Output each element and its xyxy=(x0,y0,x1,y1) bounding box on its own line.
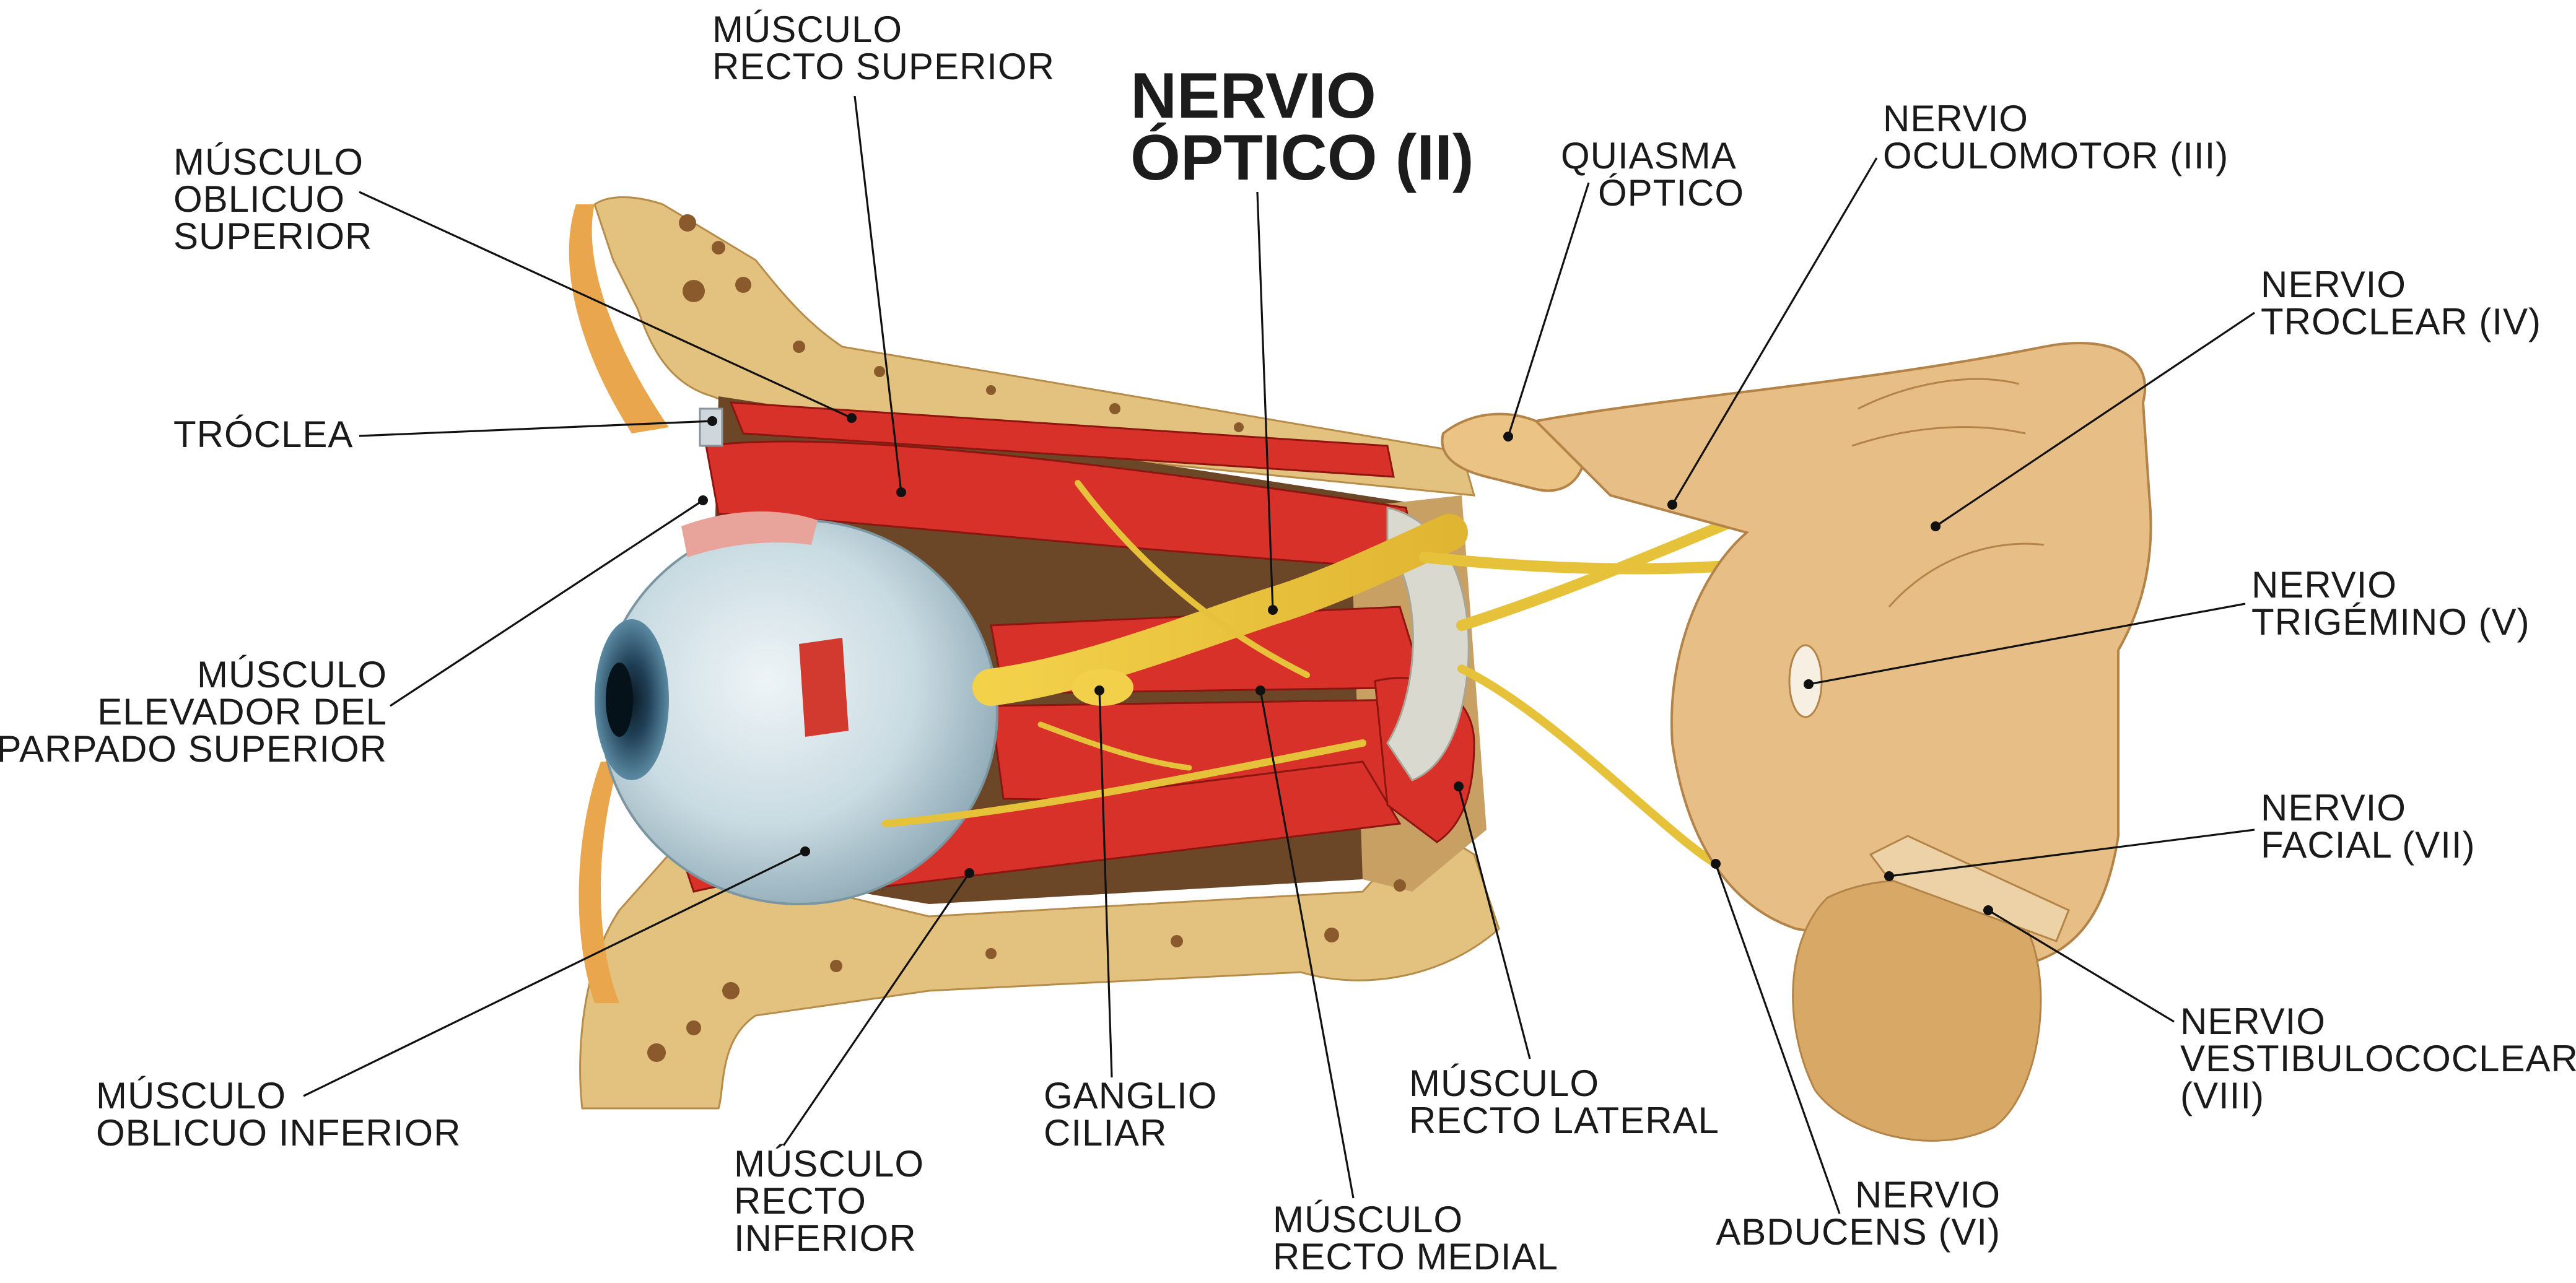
svg-text:ÓPTICO: ÓPTICO xyxy=(1598,172,1744,214)
label-recto-medial: MÚSCULO RECTO MEDIAL xyxy=(1273,1199,1558,1277)
leader-oblicuo-superior xyxy=(359,191,852,419)
leader-troclear xyxy=(1935,311,2255,528)
svg-text:OCULOMOTOR (III): OCULOMOTOR (III) xyxy=(1883,135,2229,176)
svg-text:OBLICUO: OBLICUO xyxy=(173,178,345,220)
svg-text:NERVIO: NERVIO xyxy=(1883,98,2028,139)
svg-text:(VIII): (VIII) xyxy=(2180,1075,2264,1116)
label-recto-superior: MÚSCULO RECTO SUPERIOR xyxy=(712,9,1055,87)
leader-elevador xyxy=(390,499,704,707)
svg-text:ABDUCENS (VI): ABDUCENS (VI) xyxy=(1716,1211,2001,1253)
svg-text:PARPADO SUPERIOR: PARPADO SUPERIOR xyxy=(0,728,387,770)
extraocular-muscles xyxy=(680,401,1475,893)
svg-text:NERVIO: NERVIO xyxy=(2261,264,2406,305)
label-quiasma: QUIASMA ÓPTICO xyxy=(1561,135,1744,214)
label-trigemino: NERVIO TRIGÉMINO (V) xyxy=(2251,564,2530,643)
label-recto-inferior: MÚSCULO RECTO INFERIOR xyxy=(734,1143,924,1259)
svg-text:RECTO LATERAL: RECTO LATERAL xyxy=(1409,1100,1719,1141)
label-troclea: TRÓCLEA xyxy=(173,414,353,455)
label-oculomotor: NERVIO OCULOMOTOR (III) xyxy=(1883,98,2229,176)
leader-lines xyxy=(303,95,2255,1214)
title-line-1: NERVIO xyxy=(1130,60,1376,132)
label-ganglio-ciliar: GANGLIO CILIAR xyxy=(1044,1075,1217,1154)
svg-text:CILIAR: CILIAR xyxy=(1044,1112,1167,1154)
svg-text:MÚSCULO: MÚSCULO xyxy=(734,1143,924,1185)
label-troclear: NERVIO TROCLEAR (IV) xyxy=(2261,264,2541,342)
svg-text:NERVIO: NERVIO xyxy=(2180,1001,2326,1042)
svg-text:TROCLEAR (IV): TROCLEAR (IV) xyxy=(2261,301,2541,342)
svg-text:INFERIOR: INFERIOR xyxy=(734,1217,917,1259)
svg-text:ELEVADOR DEL: ELEVADOR DEL xyxy=(97,691,387,733)
svg-text:NERVIO: NERVIO xyxy=(1855,1174,2001,1216)
leader-ganglio-ciliar xyxy=(1098,690,1113,1078)
leader-nervio-optico xyxy=(1256,191,1274,611)
svg-text:RECTO MEDIAL: RECTO MEDIAL xyxy=(1273,1236,1558,1277)
svg-text:MÚSCULO: MÚSCULO xyxy=(96,1075,286,1116)
label-elevador: MÚSCULO ELEVADOR DEL PARPADO SUPERIOR xyxy=(0,654,387,770)
svg-text:RECTO SUPERIOR: RECTO SUPERIOR xyxy=(712,46,1055,87)
svg-text:GANGLIO: GANGLIO xyxy=(1044,1075,1217,1116)
svg-text:RECTO: RECTO xyxy=(734,1180,867,1222)
leader-oblicuo-inferior xyxy=(303,850,806,1097)
svg-text:MÚSCULO: MÚSCULO xyxy=(173,141,364,183)
title-line-2: ÓPTICO (II) xyxy=(1130,122,1474,194)
svg-text:VESTIBULOCOCLEAR: VESTIBULOCOCLEAR xyxy=(2180,1038,2576,1079)
leader-recto-superior xyxy=(854,95,902,493)
label-facial: NERVIO FACIAL (VII) xyxy=(2261,787,2476,866)
label-abducens: NERVIO ABDUCENS (VI) xyxy=(1716,1174,2001,1253)
leader-oculomotor xyxy=(1671,157,1878,505)
leader-recto-inferior xyxy=(782,872,971,1146)
label-recto-lateral: MÚSCULO RECTO LATERAL xyxy=(1409,1063,1719,1141)
svg-text:TRÓCLEA: TRÓCLEA xyxy=(173,414,353,455)
svg-text:FACIAL (VII): FACIAL (VII) xyxy=(2261,824,2476,866)
label-vestibulococlear: NERVIO VESTIBULOCOCLEAR (VIII) xyxy=(2180,1001,2576,1116)
svg-text:SUPERIOR: SUPERIOR xyxy=(173,215,372,257)
svg-text:MÚSCULO: MÚSCULO xyxy=(1273,1199,1463,1240)
leader-abducens xyxy=(1714,863,1841,1214)
svg-text:TRIGÉMINO (V): TRIGÉMINO (V) xyxy=(2251,601,2530,643)
label-oblicuo-inferior: MÚSCULO OBLICUO INFERIOR xyxy=(96,1075,461,1154)
svg-text:MÚSCULO: MÚSCULO xyxy=(712,9,902,50)
svg-text:MÚSCULO: MÚSCULO xyxy=(197,654,387,695)
diagram-title: NERVIO ÓPTICO (II) xyxy=(1130,60,1474,194)
leader-recto-lateral xyxy=(1457,786,1531,1059)
svg-text:NERVIO: NERVIO xyxy=(2251,564,2397,606)
leader-recto-medial xyxy=(1259,690,1355,1199)
leader-troclea xyxy=(359,420,713,437)
svg-text:NERVIO: NERVIO xyxy=(2261,787,2406,829)
leader-quiasma xyxy=(1507,182,1590,437)
svg-text:OBLICUO INFERIOR: OBLICUO INFERIOR xyxy=(96,1112,461,1154)
leader-vestibulococlear xyxy=(1988,909,2175,1023)
svg-text:QUIASMA: QUIASMA xyxy=(1561,135,1737,176)
brainstem xyxy=(1441,342,2152,1142)
leader-trigemino xyxy=(1808,602,2246,685)
svg-text:MÚSCULO: MÚSCULO xyxy=(1409,1063,1599,1104)
label-oblicuo-superior: MÚSCULO OBLICUO SUPERIOR xyxy=(173,141,372,257)
leader-facial xyxy=(1888,829,2255,877)
eyeball xyxy=(595,511,998,905)
